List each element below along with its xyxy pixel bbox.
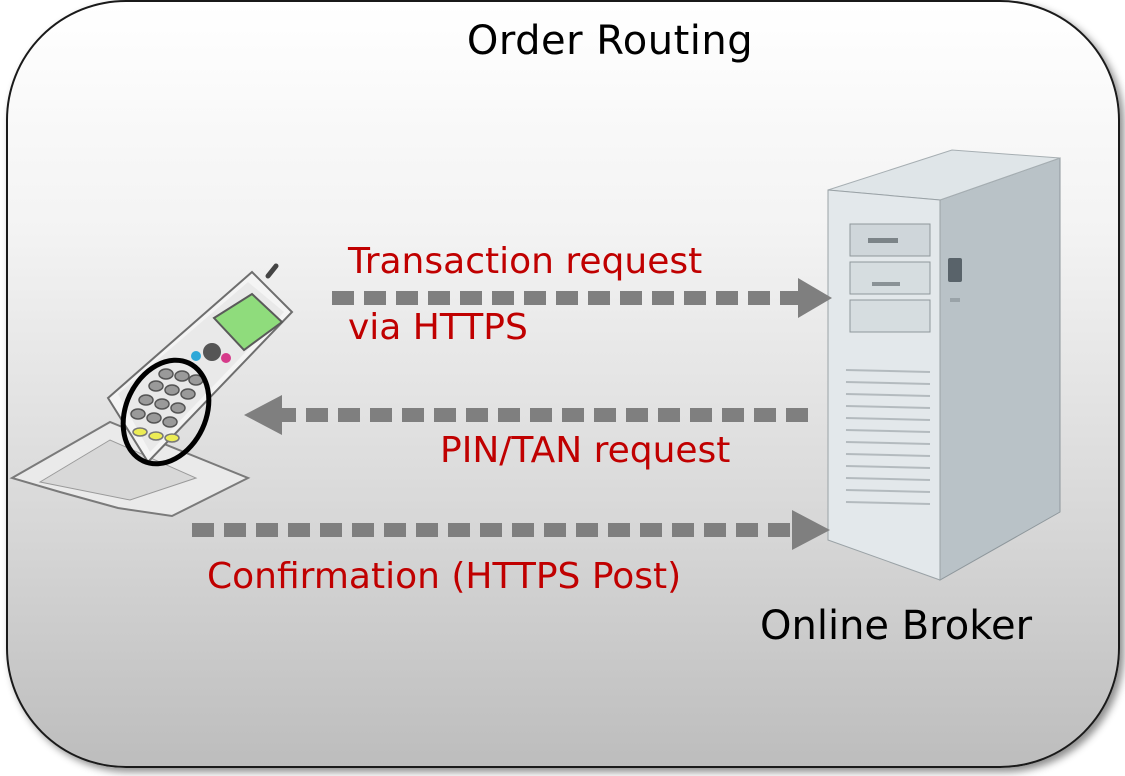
server-tower-icon bbox=[827, 149, 1061, 581]
pin-tan-request-label: PIN/TAN request bbox=[440, 430, 731, 471]
pin-tan-request-arrow bbox=[244, 395, 808, 435]
confirmation-arrow bbox=[192, 510, 830, 550]
transaction-request-arrow bbox=[332, 278, 832, 318]
transaction-request-protocol-label: via HTTPS bbox=[348, 307, 528, 348]
transaction-request-label: Transaction request bbox=[348, 241, 703, 282]
confirmation-label: Confirmation (HTTPS Post) bbox=[207, 556, 682, 597]
diagram-title: Order Routing bbox=[466, 18, 754, 64]
mobile-phone-icon bbox=[9, 263, 294, 518]
online-broker-label: Online Broker bbox=[760, 603, 1033, 649]
